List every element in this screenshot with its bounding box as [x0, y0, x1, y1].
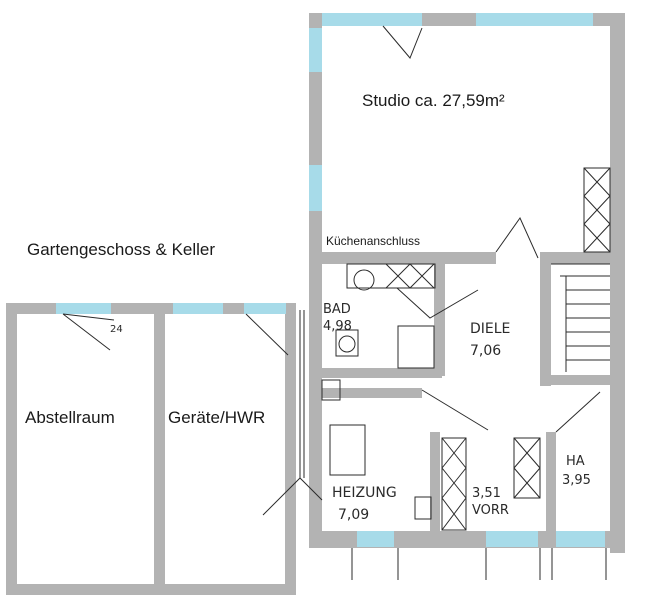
- heizung-basin: [414, 496, 432, 520]
- heizung-door: [262, 477, 323, 516]
- wall-studio-bottom-left: [322, 252, 496, 264]
- swing-hwr: [245, 313, 289, 356]
- heizung-unit-icon: [321, 379, 341, 401]
- swing-abstell: [62, 313, 115, 351]
- plan-linework: [62, 25, 611, 580]
- window-hwr-1: [173, 303, 223, 314]
- studio-shelf: [583, 167, 611, 253]
- wall-ha-top: [551, 375, 610, 385]
- vorr-shelf-2-x: [513, 437, 541, 499]
- vorr-shelf-1: [441, 437, 467, 531]
- wall-left-divider: [154, 303, 165, 595]
- kitchen-sink: [353, 269, 375, 291]
- kitchen-x-1: [385, 263, 435, 289]
- heizung-area: 7,09: [338, 507, 369, 523]
- wall-diele-right: [540, 264, 551, 386]
- studio-label: Studio ca. 27,59m²: [362, 91, 505, 110]
- floor-title: Gartengeschoss & Keller: [27, 240, 215, 259]
- window-studio-left-1: [309, 28, 322, 72]
- windows: [56, 13, 605, 547]
- kitchen-connection-label: Küchenanschluss: [326, 234, 420, 248]
- window-abstell: [56, 303, 111, 314]
- vorr-area: 3,51: [472, 486, 501, 501]
- vorr-shelf-1-x: [441, 437, 467, 531]
- window-hwr-2: [244, 303, 286, 314]
- bad-shower: [397, 325, 435, 369]
- wall-vorr-left: [430, 432, 440, 532]
- heizung-boiler: [329, 424, 366, 476]
- bottom-ticks: [351, 548, 607, 580]
- wall-bad-right: [434, 264, 445, 376]
- ha-door: [555, 391, 601, 433]
- vorr-name: VORR: [472, 503, 509, 518]
- window-heizung: [357, 531, 394, 547]
- ha-name: HA: [566, 454, 585, 469]
- wall-left-top: [6, 303, 296, 314]
- stair: [551, 263, 610, 372]
- ha-area: 3,95: [562, 473, 591, 488]
- studio-wedge: [495, 216, 539, 259]
- wall-studio-left: [309, 13, 322, 531]
- wall-heizung-top: [322, 388, 422, 398]
- geraete-hwr-label: Geräte/HWR: [168, 408, 265, 427]
- bad-area: 4,98: [323, 319, 352, 334]
- diele-name: DIELE: [470, 321, 510, 337]
- wall-left-bottom: [6, 584, 296, 595]
- wall-ha-left: [546, 432, 556, 548]
- studio-shelf-x: [583, 167, 611, 253]
- swing-studio-top: [382, 25, 423, 59]
- bad-name: BAD: [323, 302, 351, 317]
- window-vorr: [486, 531, 538, 547]
- wall-studio-bottom-right: [540, 252, 610, 264]
- heizung-door-2: [421, 389, 489, 431]
- heizung-name: HEIZUNG: [332, 485, 397, 501]
- vorr-shelf-2: [513, 437, 541, 499]
- window-studio-left-2: [309, 165, 322, 211]
- window-ha: [556, 531, 605, 547]
- room-mark-24: 24: [110, 324, 123, 335]
- abstellraum-label: Abstellraum: [25, 408, 115, 427]
- diele-area: 7,06: [470, 343, 501, 359]
- wall-left-right: [285, 303, 296, 595]
- window-studio-top-1: [322, 13, 422, 26]
- bad-wc: [335, 329, 359, 357]
- window-studio-top-2: [476, 13, 593, 26]
- hall-line: [299, 310, 305, 478]
- kitchen-counter: [346, 263, 436, 289]
- wall-bad-bottom: [322, 368, 442, 378]
- diele-door: [396, 287, 479, 319]
- wall-left-outer: [6, 303, 17, 595]
- wall-studio-right: [610, 13, 625, 553]
- bad-wc-bowl: [338, 335, 356, 353]
